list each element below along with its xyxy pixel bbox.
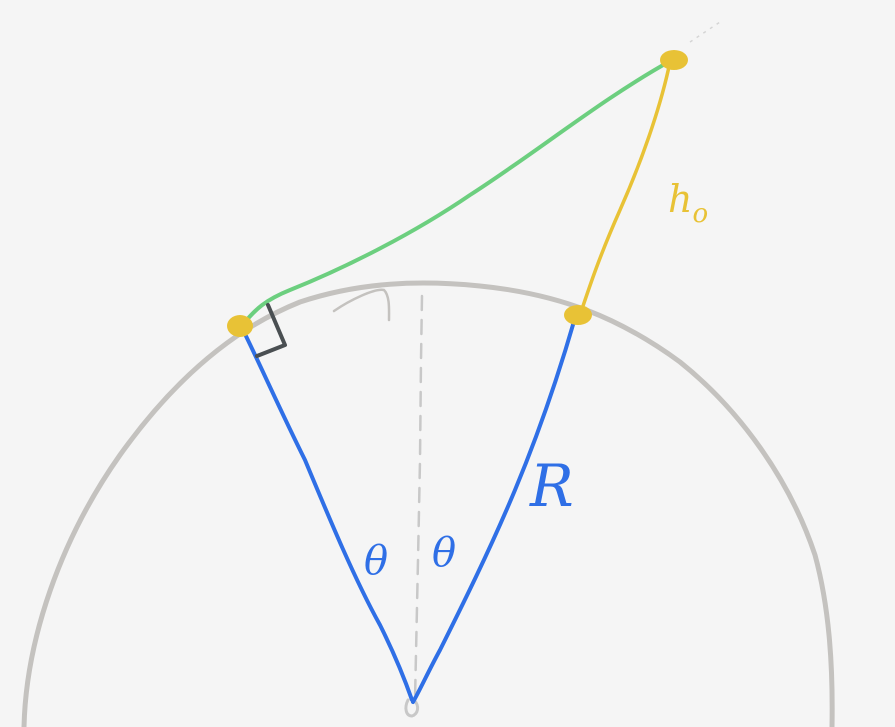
center-dashed-line xyxy=(413,294,424,702)
right-angle-marker xyxy=(255,303,287,358)
line-of-sight xyxy=(243,58,674,324)
radius-label: R xyxy=(529,452,574,520)
height-line xyxy=(578,60,672,317)
observer-point xyxy=(660,50,688,70)
radius-line-right xyxy=(411,316,577,704)
center-point-marker xyxy=(404,698,420,718)
top-angle-arc xyxy=(332,288,391,322)
radius-line-left xyxy=(241,328,414,702)
tangent-point xyxy=(227,315,253,337)
height-label-subscript: o xyxy=(692,199,708,229)
height-label: ho xyxy=(668,177,708,229)
surface-point xyxy=(564,305,592,325)
angle-label-left: θ xyxy=(364,538,388,584)
height-label-main: h xyxy=(668,177,692,221)
sight-continuation xyxy=(689,21,721,43)
earth-surface-arc xyxy=(21,280,835,727)
angle-label-right: θ xyxy=(432,530,456,576)
